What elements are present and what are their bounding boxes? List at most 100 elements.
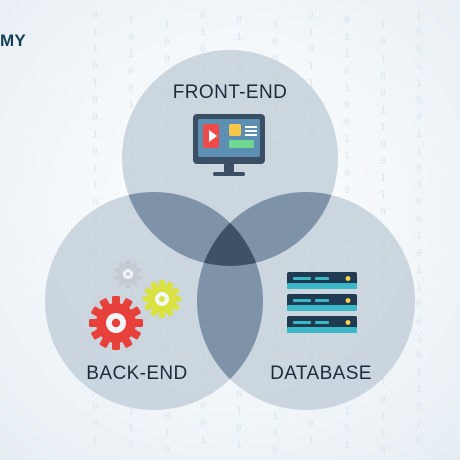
binary-digit: 0 bbox=[416, 435, 422, 446]
binary-digit: 1 bbox=[272, 20, 278, 31]
binary-digit: 0 bbox=[272, 445, 278, 456]
server-unit bbox=[287, 316, 357, 333]
binary-digit: 0 bbox=[380, 88, 386, 99]
binary-digit: 0 bbox=[272, 54, 278, 65]
binary-digit: 0 bbox=[380, 139, 386, 150]
binary-digit: 0 bbox=[416, 299, 422, 310]
binary-digit: 1 bbox=[272, 411, 278, 422]
binary-digit: 0 bbox=[380, 394, 386, 405]
binary-digit: 0 bbox=[308, 418, 314, 429]
server-unit bbox=[287, 272, 357, 289]
red-gear-icon bbox=[89, 296, 143, 350]
frontend-database-overlap bbox=[197, 192, 338, 266]
binary-digit: 1 bbox=[308, 61, 314, 72]
binary-digit: 1 bbox=[380, 105, 386, 116]
yellow-gear-icon bbox=[143, 280, 181, 318]
binary-digit: 1 bbox=[128, 423, 134, 434]
binary-digit: 1 bbox=[92, 27, 98, 38]
computer-monitor-icon bbox=[193, 114, 265, 176]
frontend-label: FRONT-END bbox=[173, 82, 287, 103]
binary-digit: 1 bbox=[344, 83, 350, 94]
binary-digit: 1 bbox=[92, 129, 98, 140]
binary-digit: 0 bbox=[164, 411, 170, 422]
binary-digit: 0 bbox=[164, 54, 170, 65]
binary-digit: 1 bbox=[308, 27, 314, 38]
binary-digit: 1 bbox=[164, 428, 170, 439]
binary-digit: 1 bbox=[416, 129, 422, 140]
binary-digit: 0 bbox=[380, 445, 386, 456]
binary-digit: 0 bbox=[92, 95, 98, 106]
binary-digit: 0 bbox=[200, 418, 206, 429]
binary-digit: 1 bbox=[344, 49, 350, 60]
binary-digit: 1 bbox=[308, 435, 314, 446]
binary-digit: 0 bbox=[344, 117, 350, 128]
binary-digit: 0 bbox=[416, 95, 422, 106]
binary-digit: 1 bbox=[416, 384, 422, 395]
brand-text-fragment: MY bbox=[0, 31, 26, 50]
binary-digit: 0 bbox=[92, 197, 98, 208]
binary-digit: 1 bbox=[416, 146, 422, 157]
binary-digit: 0 bbox=[344, 15, 350, 26]
binary-digit: 1 bbox=[416, 10, 422, 21]
binary-digit: 1 bbox=[236, 440, 242, 451]
binary-digit: 0 bbox=[344, 66, 350, 77]
binary-digit: 1 bbox=[380, 122, 386, 133]
binary-digit: 0 bbox=[416, 214, 422, 225]
binary-digit: 0 bbox=[416, 44, 422, 55]
binary-digit: 1 bbox=[380, 190, 386, 201]
binary-digit: 1 bbox=[344, 32, 350, 43]
binary-digit: 0 bbox=[380, 207, 386, 218]
binary-digit: 1 bbox=[128, 100, 134, 111]
binary-digit: 0 bbox=[416, 350, 422, 361]
binary-digit: 0 bbox=[92, 61, 98, 72]
binary-digit: 0 bbox=[128, 32, 134, 43]
binary-digit: 1 bbox=[380, 377, 386, 388]
binary-digit: 0 bbox=[416, 248, 422, 259]
binary-digit: 0 bbox=[200, 10, 206, 21]
binary-digit: 1 bbox=[92, 44, 98, 55]
binary-digit: 0 bbox=[344, 185, 350, 196]
binary-digit: 1 bbox=[416, 265, 422, 276]
binary-digit: 1 bbox=[380, 411, 386, 422]
binary-digit: 0 bbox=[128, 440, 134, 451]
binary-digit: 1 bbox=[92, 78, 98, 89]
binary-digit: 1 bbox=[272, 428, 278, 439]
binary-digit: 1 bbox=[344, 440, 350, 451]
binary-digit: 0 bbox=[128, 66, 134, 77]
binary-digit: 0 bbox=[416, 401, 422, 412]
binary-digit: 0 bbox=[92, 401, 98, 412]
binary-digit: 1 bbox=[416, 78, 422, 89]
binary-digit: 0 bbox=[380, 71, 386, 82]
binary-digit: 1 bbox=[164, 20, 170, 31]
binary-digit: 1 bbox=[344, 406, 350, 417]
binary-digit: 1 bbox=[200, 435, 206, 446]
binary-digit: 1 bbox=[416, 418, 422, 429]
binary-digit: 0 bbox=[92, 146, 98, 157]
binary-digit: 1 bbox=[92, 180, 98, 191]
server-unit bbox=[287, 294, 357, 311]
database-label: DATABASE bbox=[270, 363, 372, 384]
binary-digit: 1 bbox=[344, 151, 350, 162]
venn-circles bbox=[45, 50, 415, 410]
binary-digit: 0 bbox=[416, 163, 422, 174]
binary-digit: 0 bbox=[200, 401, 206, 412]
binary-digit: 0 bbox=[416, 197, 422, 208]
binary-digit: 1 bbox=[380, 54, 386, 65]
binary-digit: 1 bbox=[344, 134, 350, 145]
gears-icon bbox=[89, 260, 181, 350]
binary-digit: 1 bbox=[416, 333, 422, 344]
binary-digit: 0 bbox=[92, 112, 98, 123]
binary-digit: 0 bbox=[236, 15, 242, 26]
binary-digit: 1 bbox=[380, 173, 386, 184]
binary-digit: 0 bbox=[416, 316, 422, 327]
binary-digit: 0 bbox=[380, 156, 386, 167]
binary-digit: 1 bbox=[416, 180, 422, 191]
binary-digit: 1 bbox=[416, 61, 422, 72]
backend-label: BACK-END bbox=[86, 363, 187, 384]
binary-digit: 1 bbox=[308, 78, 314, 89]
binary-digit: 1 bbox=[128, 15, 134, 26]
binary-digit: 1 bbox=[380, 20, 386, 31]
binary-digit: 1 bbox=[200, 27, 206, 38]
binary-digit: 0 bbox=[272, 37, 278, 48]
